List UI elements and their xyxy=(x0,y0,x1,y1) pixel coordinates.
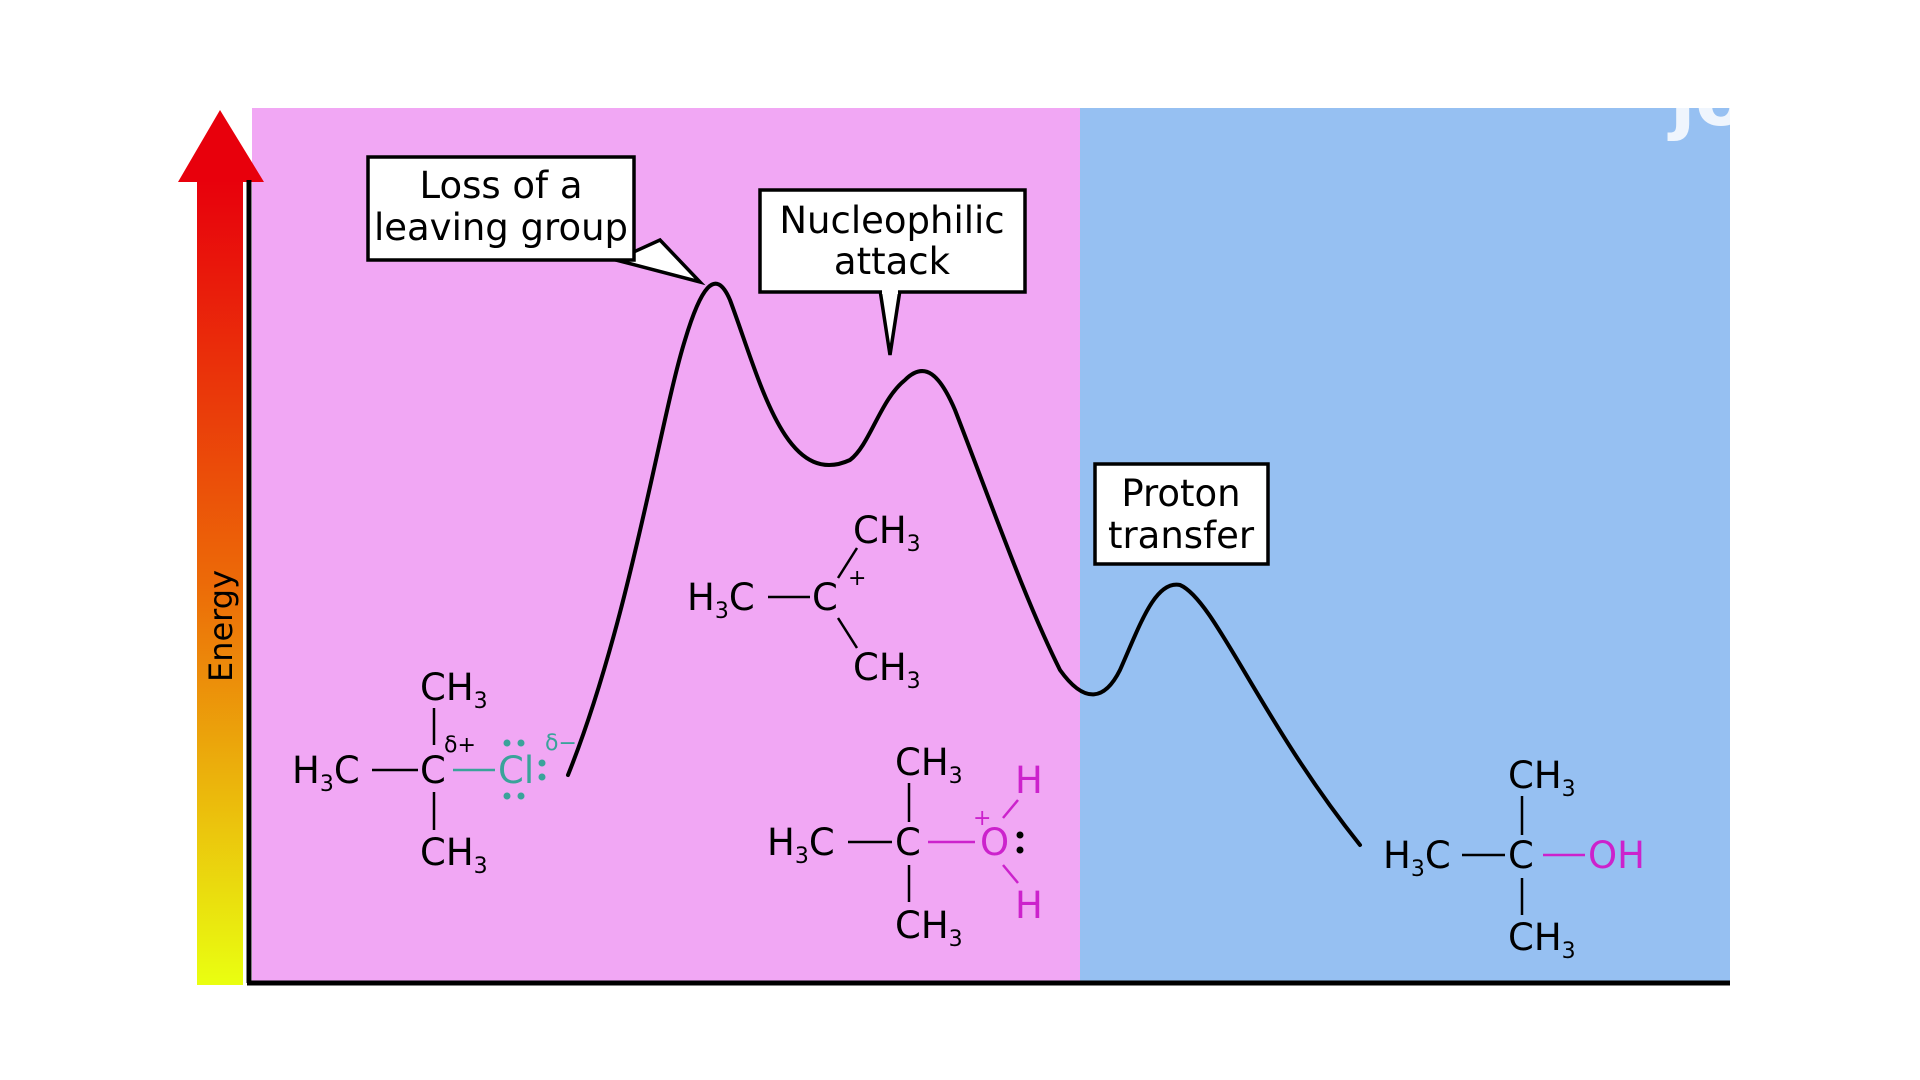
energy-axis-label: Energy xyxy=(202,570,240,682)
svg-text:H: H xyxy=(1015,884,1043,927)
svg-text:CH3: CH3 xyxy=(420,831,488,879)
callout-leaving-group: Loss of a leaving group xyxy=(366,155,706,286)
jove-logo: jove xyxy=(1667,57,1845,143)
reaction-curve xyxy=(566,281,1362,847)
svg-text:H3C: H3C xyxy=(292,749,360,797)
molecule-oxonium: CH3 H3C C O + H H CH3 xyxy=(767,741,1043,952)
svg-text:δ−: δ− xyxy=(545,731,577,756)
svg-text:H: H xyxy=(1015,759,1043,802)
callout-proton-line1: Proton xyxy=(1121,472,1240,515)
svg-text:CH3: CH3 xyxy=(420,666,488,714)
oxygen-atom: O xyxy=(980,821,1009,864)
svg-text:δ+: δ+ xyxy=(444,733,476,758)
chlorine-lone-pairs xyxy=(503,739,546,800)
svg-text:CH3: CH3 xyxy=(1508,916,1576,964)
svg-text:H3C: H3C xyxy=(687,576,755,624)
callout-proton-line2: transfer xyxy=(1108,514,1255,557)
hydroxyl-group: OH xyxy=(1588,834,1645,877)
oxygen-lone-pair xyxy=(1016,831,1024,854)
svg-text:CH3: CH3 xyxy=(895,741,963,789)
molecule-carbocation: CH3 H3C C + CH3 xyxy=(687,509,921,694)
svg-text:H3C: H3C xyxy=(1383,834,1451,882)
energy-arrow xyxy=(178,110,264,985)
svg-text:C: C xyxy=(420,749,446,792)
callout-nucleophilic: Nucleophilic attack xyxy=(758,188,1027,356)
svg-text:C: C xyxy=(1508,834,1534,877)
svg-text:CH3: CH3 xyxy=(853,509,921,557)
chlorine-atom: Cl xyxy=(498,749,534,792)
molecule-reactant: CH3 H3C C δ+ Cl δ− CH3 xyxy=(292,666,577,879)
callout-proton: Proton transfer xyxy=(1093,462,1270,566)
callout-leaving-group-line2: leaving group xyxy=(374,206,628,249)
svg-text:CH3: CH3 xyxy=(853,646,921,694)
svg-text:H3C: H3C xyxy=(767,821,835,869)
svg-text:CH3: CH3 xyxy=(895,904,963,952)
svg-text:+: + xyxy=(973,806,991,831)
callout-nucleophilic-line1: Nucleophilic xyxy=(779,199,1004,242)
svg-text:CH3: CH3 xyxy=(1508,754,1576,802)
svg-text:+: + xyxy=(848,566,866,591)
callout-leaving-group-line1: Loss of a xyxy=(419,164,582,207)
svg-text:C: C xyxy=(895,821,921,864)
svg-text:C: C xyxy=(812,576,838,619)
molecule-product: CH3 H3C C OH CH3 xyxy=(1383,754,1645,964)
callout-nucleophilic-line2: attack xyxy=(834,240,951,283)
